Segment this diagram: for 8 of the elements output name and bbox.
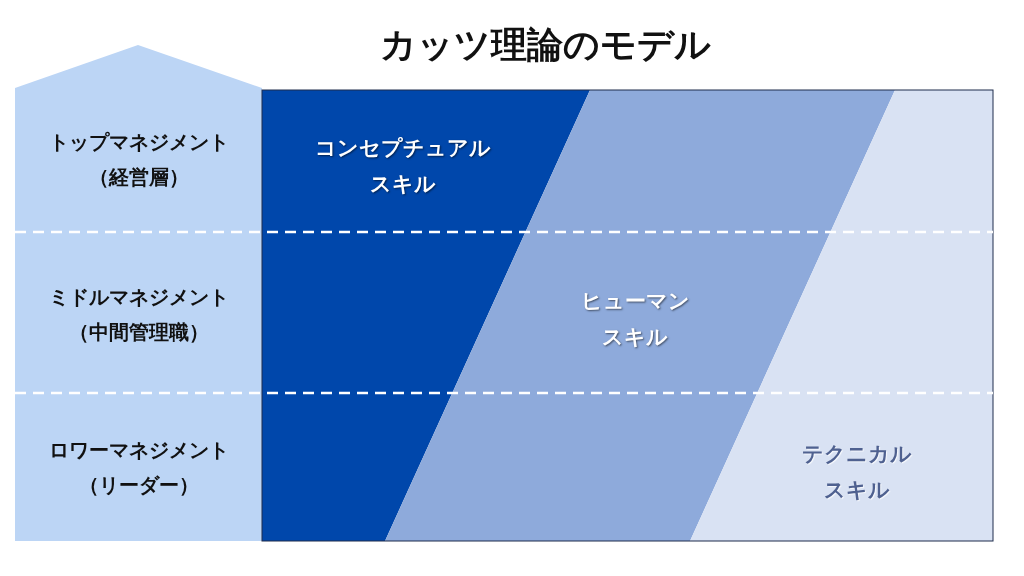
level-label: ミドルマネジメント（中間管理職） [47, 284, 230, 346]
level-label: ロワーマネジメント（リーダー） [47, 437, 230, 499]
title: カッツ理論のモデル [380, 23, 711, 67]
skill-band [690, 90, 993, 541]
skill-label: コンセプチュアルスキル [315, 135, 491, 198]
skill-label: テクニカルスキル [801, 441, 913, 504]
level-label: トップマネジメント（経営層） [47, 129, 230, 191]
skill-label: ヒューマンスキル [579, 288, 691, 351]
